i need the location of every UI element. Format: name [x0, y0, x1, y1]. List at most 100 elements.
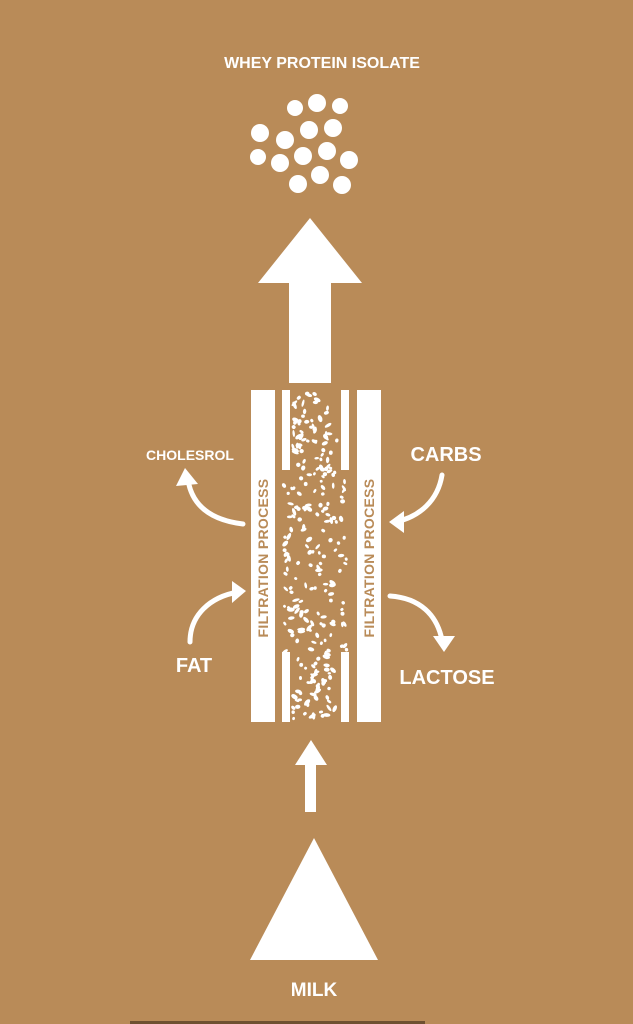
filter-grain	[295, 638, 300, 644]
filter-grain	[340, 621, 344, 628]
filter-grain	[302, 408, 307, 415]
filter-grain	[340, 611, 345, 616]
filter-grain	[332, 705, 338, 713]
filter-grain	[291, 705, 296, 710]
filter-grain	[342, 621, 347, 627]
filter-grain	[309, 692, 317, 697]
filter-grain	[292, 486, 296, 491]
filter-grain	[299, 476, 304, 481]
filter-grain	[313, 439, 318, 443]
filter-grain	[281, 483, 287, 488]
filter-grain	[291, 443, 295, 450]
filter-grain	[326, 501, 330, 506]
filter-grain	[319, 457, 323, 462]
filter-grain	[338, 515, 344, 523]
filter-grain	[322, 654, 331, 660]
filter-grain	[342, 535, 346, 540]
filter-grain	[328, 450, 333, 455]
filter-grain	[343, 479, 346, 485]
filter-grain	[320, 615, 327, 619]
filter-grain	[324, 436, 329, 441]
filter-grain	[306, 473, 313, 477]
filter-grain	[284, 558, 288, 564]
filter-grain	[309, 586, 315, 591]
filter-grain	[327, 686, 331, 691]
filter-grain	[312, 400, 318, 405]
filter-grain	[313, 488, 317, 494]
filter-grain	[327, 672, 331, 675]
filter-grain	[291, 694, 298, 700]
filter-grain	[340, 499, 346, 504]
filter-grain	[328, 466, 333, 470]
filter-grain	[295, 704, 301, 709]
filter-grain	[323, 519, 331, 523]
filter-grain	[328, 537, 333, 543]
filter-grain	[294, 607, 300, 614]
filter-grain	[321, 509, 325, 513]
filter-grain	[294, 577, 298, 580]
filter-grain	[313, 427, 317, 434]
filter-grain	[301, 465, 306, 471]
filter-grain	[303, 481, 308, 487]
filter-grain	[315, 512, 320, 517]
filter-grain	[323, 410, 329, 415]
filter-label-right: FILTRATION PROCESS	[361, 478, 377, 638]
filter-grain	[315, 466, 320, 471]
filter-grain	[315, 632, 320, 638]
filter-grain	[321, 678, 327, 685]
up-arrow-small-icon	[295, 740, 327, 812]
filter-grain	[297, 517, 302, 522]
filter-grain	[324, 650, 328, 655]
filter-grain	[288, 616, 295, 620]
filter-grain	[315, 544, 321, 550]
filter-grain	[283, 586, 289, 592]
filter-grain	[295, 443, 303, 448]
filter-column	[251, 390, 381, 722]
filter-grain	[296, 395, 301, 400]
fat-label: FAT	[175, 655, 213, 677]
filter-grain	[305, 699, 311, 706]
filter-grain	[325, 456, 330, 464]
filter-grain	[300, 527, 307, 532]
filter-grain	[344, 557, 348, 561]
filter-grain	[283, 604, 286, 608]
filter-grain	[344, 647, 349, 652]
filter-grain	[288, 586, 293, 590]
filter-grain	[341, 601, 345, 605]
filter-grain	[313, 472, 316, 476]
filter-grain	[316, 611, 320, 616]
filter-grain	[326, 704, 332, 712]
filter-grain	[331, 482, 335, 489]
filter-grain	[286, 491, 290, 495]
filter-grain	[287, 628, 295, 634]
cholesterol-arrow-icon	[185, 477, 246, 527]
filter-grain	[329, 598, 333, 603]
filter-grain	[322, 713, 331, 717]
filter-grain	[291, 450, 299, 455]
filter-grain	[322, 472, 328, 477]
filter-grain	[292, 401, 297, 410]
filter-grain	[313, 586, 317, 590]
filter-grain	[311, 640, 317, 644]
filter-grain	[325, 695, 330, 700]
filter-grain	[321, 492, 325, 496]
filter-grain	[326, 469, 333, 474]
filter-grain	[292, 430, 295, 437]
filter-grain	[325, 463, 331, 469]
filter-grain	[286, 607, 295, 612]
filter-grain	[297, 421, 301, 426]
filter-grain	[295, 689, 302, 694]
filter-grain	[329, 583, 336, 588]
filter-grain	[336, 541, 341, 545]
filter-grain	[305, 536, 313, 543]
filter-grain	[286, 515, 293, 519]
filter-grain	[301, 399, 305, 407]
filter-grain	[283, 551, 289, 557]
filter-grain	[335, 438, 339, 443]
filter-grain	[320, 452, 324, 457]
filter-grain	[314, 456, 319, 460]
filter-grain	[298, 599, 304, 603]
cholesterol-label: CHOLESROL	[146, 447, 234, 463]
filter-grain	[299, 610, 304, 618]
filter-grain	[297, 627, 306, 632]
